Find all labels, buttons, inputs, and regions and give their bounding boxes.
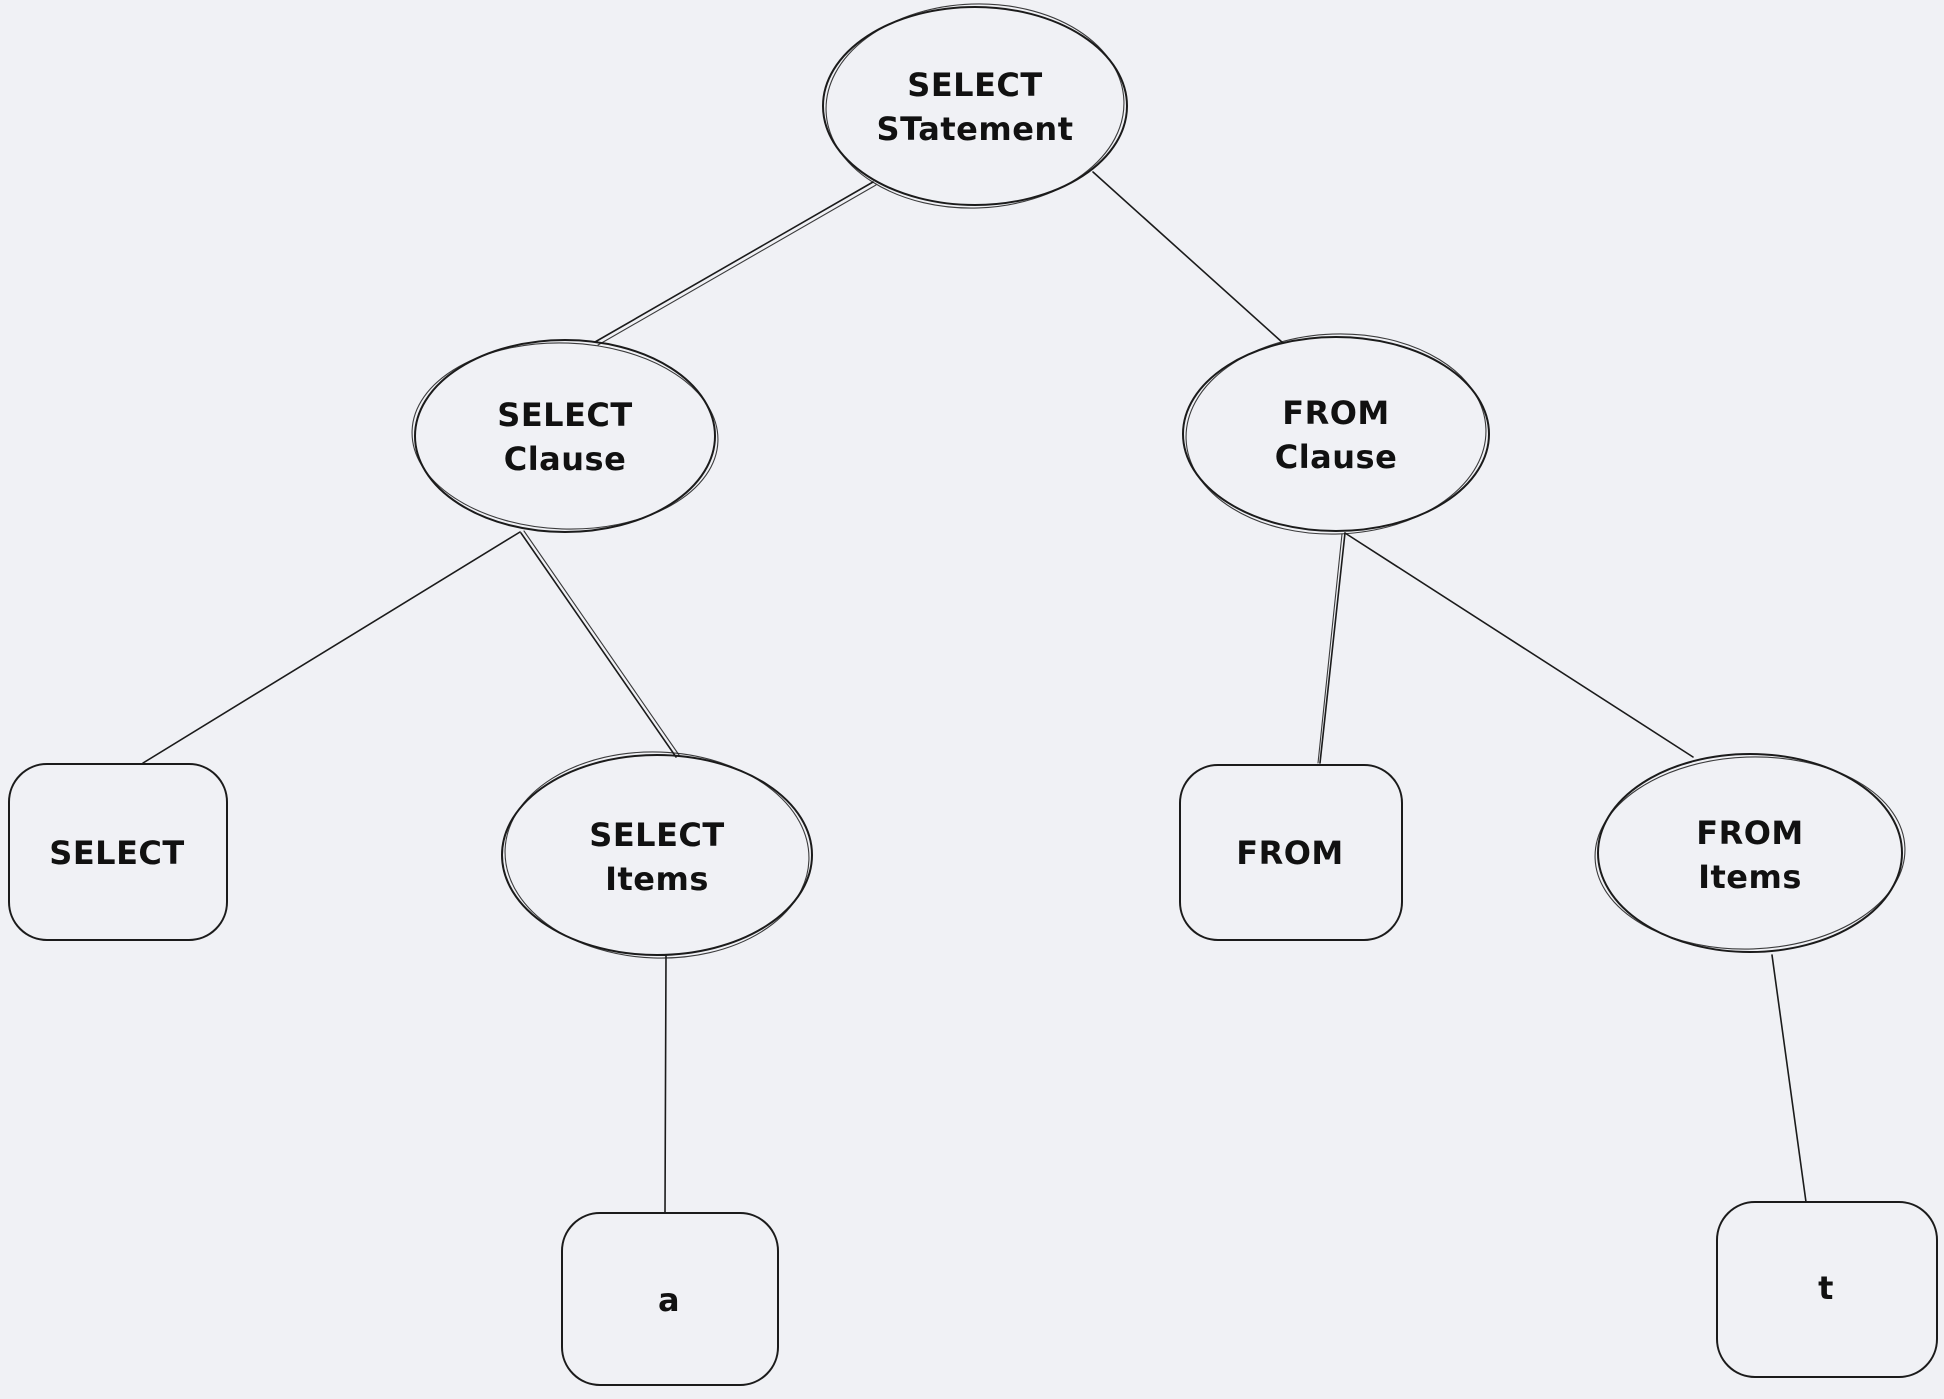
ellipse-outline-echo: [411, 342, 719, 530]
node-from-items-label: FROM Items: [1696, 811, 1804, 899]
label-line: a: [657, 1280, 681, 1319]
node-select-clause-shape: [411, 339, 719, 533]
edge-line: [664, 954, 667, 1214]
rect-outline: [1716, 1201, 1938, 1378]
rect-outline: [1179, 764, 1403, 941]
ellipse-outline-echo: [1185, 333, 1487, 535]
node-from-item-t-label: t: [1818, 1266, 1834, 1310]
node-from-item-t-shape: [1716, 1201, 1938, 1378]
label-line: FROM: [1696, 813, 1804, 852]
node-select-keyword-label: SELECT: [49, 831, 184, 875]
edge-from-clause-to-from-items: [1344, 532, 1694, 758]
edge-line: [1771, 954, 1807, 1203]
label-line: STatement: [876, 110, 1074, 148]
edge-line: [1319, 532, 1346, 764]
edge-select-clause-to-select-keyword: [142, 531, 521, 764]
label-line: FROM: [1282, 393, 1390, 432]
label-line: Items: [605, 860, 709, 898]
edge-statement-to-from-clause: [1092, 171, 1284, 344]
ellipse-outline-echo: [504, 751, 810, 959]
edge-statement-to-select-clause: [594, 181, 877, 346]
rect-outline: [561, 1212, 779, 1386]
node-select-keyword-shape: [8, 763, 228, 941]
node-select-item-a-shape: [561, 1212, 779, 1386]
edge-from-clause-to-from-keyword: [1317, 532, 1346, 764]
ellipse-outline: [501, 754, 813, 956]
label-line: FROM: [1236, 833, 1344, 872]
node-select-statement-shape: [822, 3, 1128, 209]
edge-line-echo: [597, 184, 877, 346]
node-from-items-shape: [1594, 753, 1906, 953]
node-from-clause-label: FROM Clause: [1275, 391, 1398, 479]
ellipse-outline: [1182, 336, 1490, 532]
label-line: Clause: [503, 440, 627, 478]
node-from-clause-shape: [1182, 333, 1490, 535]
node-select-clause-label: SELECT Clause: [497, 393, 632, 481]
edge-line: [520, 532, 677, 758]
edge-line-echo: [1317, 533, 1343, 764]
label-line: Items: [1698, 858, 1802, 896]
edge-line-echo: [523, 530, 680, 756]
node-select-item-a-label: a: [658, 1278, 680, 1322]
label-line: SELECT: [907, 65, 1043, 104]
node-select-items-shape: [501, 751, 813, 959]
ellipse-outline-echo: [825, 3, 1125, 209]
edge-line: [1092, 171, 1284, 344]
ellipse-outline: [414, 339, 716, 533]
node-select-items-label: SELECT Items: [589, 813, 724, 901]
label-line: Clause: [1274, 438, 1398, 476]
label-line: SELECT: [49, 833, 185, 872]
label-line: SELECT: [497, 395, 633, 434]
edge-select-clause-to-select-items: [520, 530, 680, 758]
ellipse-outline: [1597, 753, 1903, 953]
edge-select-items-to-a: [664, 954, 667, 1214]
edge-from-items-to-t: [1771, 954, 1807, 1203]
node-select-statement-label: SELECT STatement: [877, 63, 1074, 151]
rect-outline: [8, 763, 228, 941]
edge-line: [142, 531, 521, 764]
node-from-keyword-shape: [1179, 764, 1403, 941]
edge-line: [594, 181, 874, 343]
edge-line: [1344, 532, 1694, 758]
label-line: t: [1818, 1268, 1834, 1307]
ellipse-outline-echo: [1594, 756, 1906, 950]
ellipse-outline: [822, 6, 1128, 206]
node-from-keyword-label: FROM: [1236, 831, 1344, 875]
label-line: SELECT: [589, 815, 725, 854]
